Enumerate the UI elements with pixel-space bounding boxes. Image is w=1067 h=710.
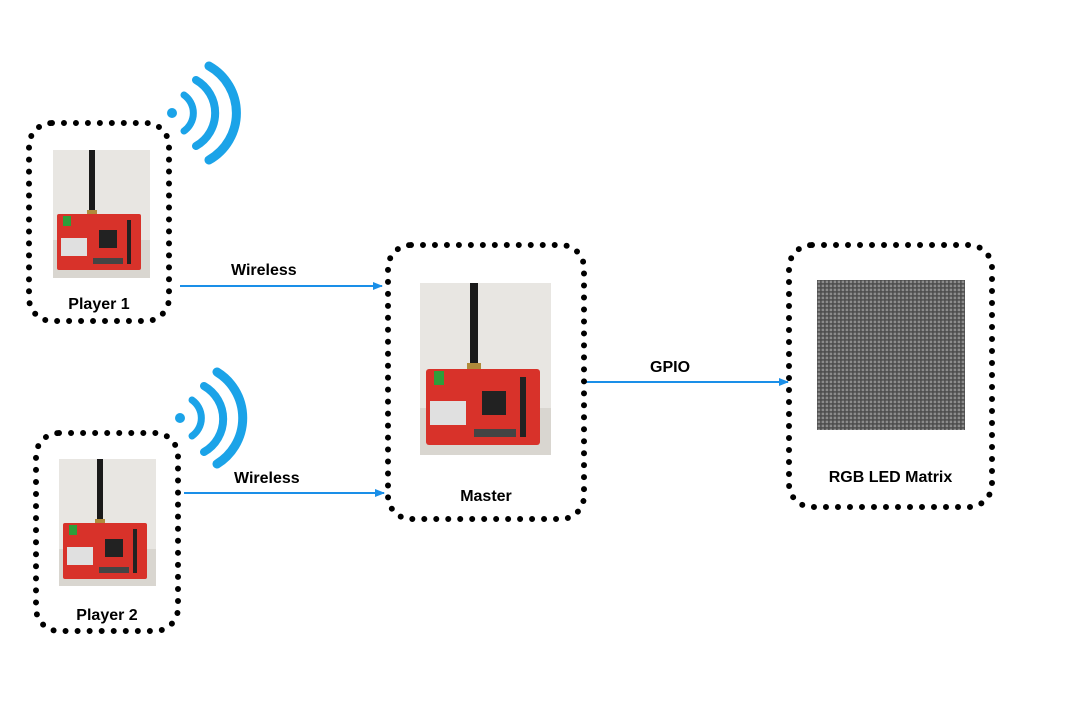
node-label: Player 1 — [68, 296, 130, 313]
node-player1 — [26, 120, 172, 324]
board-photo — [420, 283, 551, 455]
node-label: Player 2 — [76, 607, 138, 624]
node-player2 — [33, 430, 181, 634]
node-master — [385, 242, 587, 522]
board-photo — [53, 150, 150, 278]
edge-label: Wireless — [234, 470, 300, 487]
led-matrix-image — [817, 280, 965, 430]
edge-label: GPIO — [650, 359, 691, 376]
board-photo — [59, 459, 156, 586]
node-label: Master — [460, 488, 512, 505]
node-rgb-led-matrix — [786, 242, 995, 510]
wifi-icon — [175, 367, 248, 469]
node-label: RGB LED Matrix — [828, 469, 953, 486]
edge-label: Wireless — [231, 262, 297, 279]
wifi-icon — [167, 61, 241, 165]
